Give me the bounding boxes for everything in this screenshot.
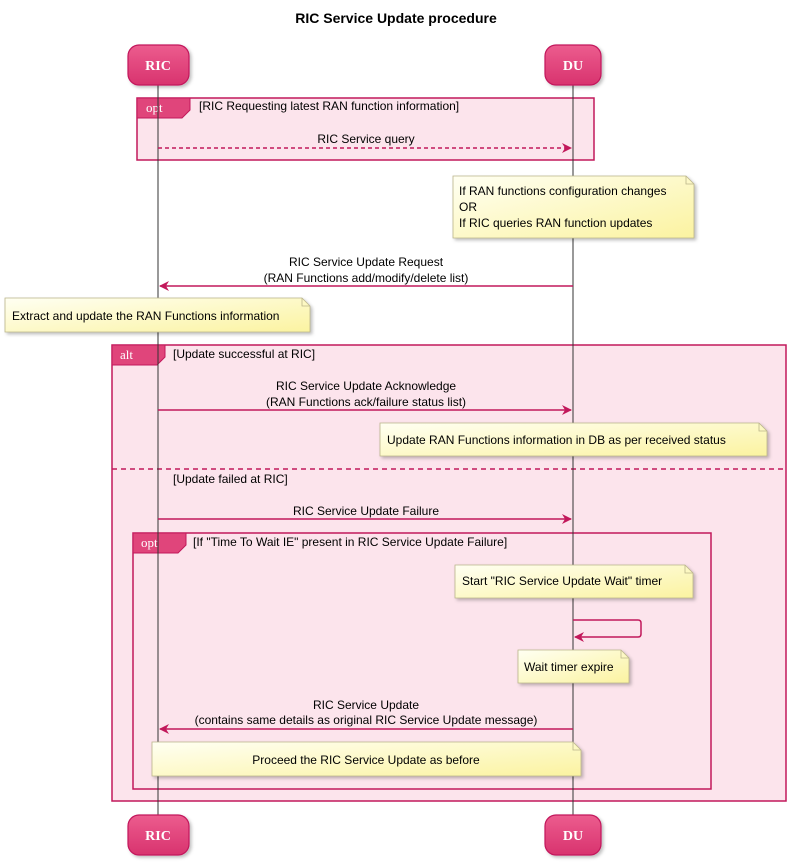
alt-else-guard: [Update failed at RIC] — [173, 472, 288, 486]
msg-failure-label: RIC Service Update Failure — [293, 504, 439, 518]
msg-update-request-label1: RIC Service Update Request — [289, 255, 444, 269]
msg-acknowledge-label2: (RAN Functions ack/failure status list) — [266, 395, 466, 409]
note-update-db — [379, 422, 768, 457]
note-proceed — [151, 741, 582, 777]
self-message-timer-arrow — [573, 619, 642, 642]
msg-acknowledge-label1: RIC Service Update Acknowledge — [276, 379, 456, 393]
msg-update-request-label2: (RAN Functions add/modify/delete list) — [264, 271, 469, 285]
msg-service-update-label1: RIC Service Update — [313, 698, 419, 712]
note-config-changes-line2: OR — [459, 200, 477, 214]
note-wait-expire-text: Wait timer expire — [524, 660, 614, 674]
opt1-keyword: opt — [146, 100, 163, 115]
alt-guard: [Update successful at RIC] — [173, 347, 315, 361]
note-extract-update-text: Extract and update the RAN Functions inf… — [12, 309, 279, 323]
note-wait-expire — [517, 649, 630, 684]
note-proceed-text: Proceed the RIC Service Update as before — [252, 753, 480, 767]
note-extract-update — [4, 297, 311, 333]
participant-ric-bottom — [127, 814, 190, 856]
participant-du-label-top: DU — [563, 59, 583, 74]
participant-ric-top — [127, 44, 190, 86]
alt-keyword: alt — [120, 347, 133, 362]
participant-du-top — [544, 44, 602, 86]
opt1-guard: [RIC Requesting latest RAN function info… — [199, 99, 459, 113]
note-config-changes-line1: If RAN functions configuration changes — [459, 184, 666, 198]
participant-ric-label-top: RIC — [145, 59, 171, 74]
note-config-changes-line3: If RIC queries RAN function updates — [459, 216, 652, 230]
opt2-guard: [If "Time To Wait IE" present in RIC Ser… — [193, 535, 507, 549]
note-update-db-text: Update RAN Functions information in DB a… — [387, 433, 726, 447]
diagram-title: RIC Service Update procedure — [295, 10, 497, 26]
opt2-keyword: opt — [141, 535, 158, 550]
msg-service-update-label2: (contains same details as original RIC S… — [195, 713, 538, 727]
note-config-changes — [452, 175, 695, 239]
note-start-timer — [454, 564, 694, 599]
opt-frame-1: opt [RIC Requesting latest RAN function … — [136, 97, 595, 161]
note-start-timer-text: Start "RIC Service Update Wait" timer — [462, 574, 662, 588]
participant-du-bottom — [544, 814, 602, 856]
participant-ric-label-bottom: RIC — [145, 829, 171, 844]
msg-ric-service-query-label: RIC Service query — [317, 132, 414, 146]
participant-du-label-bottom: DU — [563, 829, 583, 844]
